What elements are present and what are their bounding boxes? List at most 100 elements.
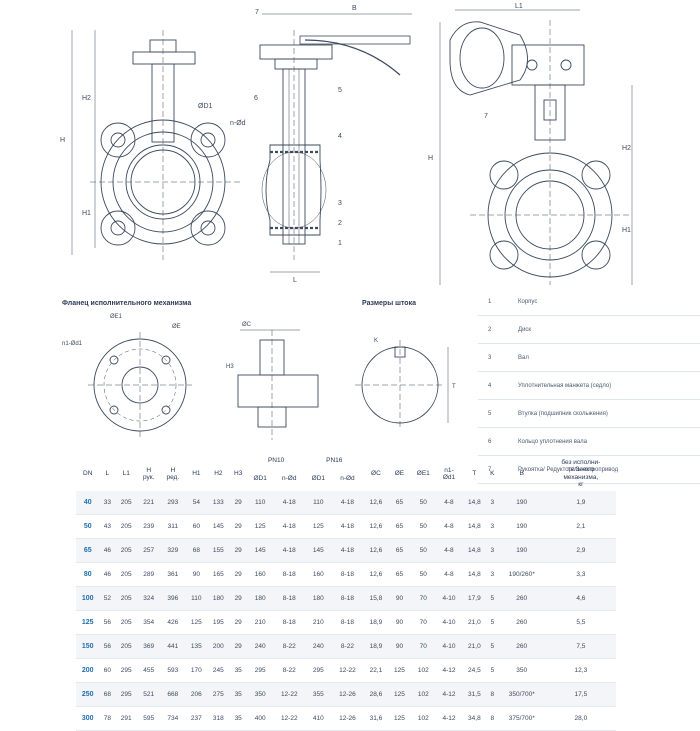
col-header-n1d1: n1- Ød1	[442, 466, 456, 481]
col-header-nd-pn10: n-Ød	[282, 474, 297, 482]
part-label-2: 2	[338, 220, 342, 227]
table-cell: 4-8	[444, 571, 454, 578]
col-header-PN16: PN16	[326, 457, 343, 464]
flange-and-stem-drawings: ØE1 ØE n1-Ød1 ØC H3 K T	[62, 314, 456, 440]
table-cell: 295	[254, 667, 266, 674]
dim-label-K: K	[374, 338, 378, 344]
table-cell: 50	[419, 547, 427, 554]
table-cell: 50	[419, 571, 427, 578]
table-cell: 46	[103, 547, 111, 554]
table-cell: 205	[120, 499, 132, 506]
table-cell: 311	[167, 523, 178, 530]
legend-number: 7	[488, 466, 492, 473]
legend-number: 3	[488, 354, 492, 361]
table-cell: 295	[120, 667, 132, 674]
col-header-nd-pn16: n-Ød	[340, 474, 355, 482]
dim-label-E1: ØE1	[110, 314, 123, 320]
table-cell: 2,9	[576, 547, 586, 554]
table-cell: 110	[313, 499, 324, 506]
table-cell: 31,6	[369, 715, 383, 722]
table-cell: 28,6	[369, 691, 383, 698]
table-cell: 133	[212, 499, 224, 506]
table-cell: 595	[143, 715, 155, 722]
dn-cell: 250	[81, 691, 94, 698]
legend-text: Корпус	[518, 298, 538, 305]
table-cell: 12,6	[369, 547, 383, 554]
table-cell: 8	[490, 715, 495, 722]
table-cell: 22,1	[369, 667, 383, 674]
table-cell: 35	[234, 667, 242, 674]
table-cell: 205	[120, 643, 132, 650]
table-cell: 125	[394, 667, 405, 674]
table-cell: 90	[395, 595, 404, 602]
table-cell: 237	[190, 715, 202, 722]
part-label-1: 1	[338, 240, 342, 247]
table-cell: 102	[417, 715, 429, 722]
col-header-D1-pn10: ØD1	[253, 474, 267, 482]
table-cell: 125	[254, 523, 266, 530]
dim-label-H2: H2	[82, 95, 91, 102]
table-cell: 12,6	[369, 523, 383, 530]
dn-cell: 300	[81, 715, 94, 722]
dim-label-H: H	[60, 137, 65, 144]
table-cell: 734	[167, 715, 179, 722]
table-cell: 34,8	[468, 715, 481, 722]
table-cell: 260	[516, 643, 528, 650]
dim-label-L1: L1	[515, 3, 523, 10]
table-cell: 52	[103, 595, 111, 602]
table-cell: 12,6	[369, 499, 383, 506]
table-cell: 145	[212, 523, 224, 530]
col-header-L1: L1	[122, 470, 130, 477]
table-cell: 125	[394, 691, 405, 698]
table-cell: 29	[234, 547, 242, 554]
table-cell: 521	[143, 691, 155, 698]
table-cell: 329	[167, 547, 179, 554]
col-header-mass: без исполни- тельного механизма, кг	[561, 458, 601, 488]
table-cell: 33	[103, 499, 111, 506]
table-cell: 160	[312, 571, 324, 578]
dim-label-H1-right: H1	[622, 227, 631, 234]
table-cell: 1,9	[576, 499, 586, 506]
table-cell: 35	[234, 691, 242, 698]
table-cell: 180	[212, 595, 224, 602]
table-cell: 5	[490, 619, 495, 626]
specs-table: DN L L1 H рук. H ред. H1 H2 H3 PN10 PN16…	[76, 456, 616, 731]
table-cell: 205	[120, 571, 132, 578]
table-cell: 21,0	[468, 643, 481, 650]
table-cell: 4,6	[576, 595, 586, 602]
table-cell: 18,9	[369, 643, 383, 650]
table-cell: 145	[254, 547, 266, 554]
table-cell: 50	[419, 499, 427, 506]
col-header-D1-pn16: ØD1	[311, 474, 326, 482]
table-cell: 291	[120, 715, 132, 722]
table-cell: 4-8	[444, 523, 454, 530]
table-cell: 68	[192, 547, 200, 554]
table-cell: 8-18	[340, 619, 354, 626]
table-cell: 350/700*	[508, 691, 535, 698]
table-cell: 60	[103, 667, 111, 674]
table-cell: 29	[234, 643, 242, 650]
stem-section-title: Размеры штока	[362, 300, 416, 307]
table-cell: 195	[212, 619, 224, 626]
legend-number: 2	[488, 326, 492, 333]
table-cell: 190	[516, 499, 528, 506]
dim-label-E: ØE	[172, 324, 181, 330]
table-cell: 35	[234, 715, 242, 722]
table-cell: 361	[167, 571, 179, 578]
table-cell: 4-18	[282, 547, 296, 554]
table-cell: 7,5	[576, 643, 586, 650]
table-cell: 5	[490, 667, 495, 674]
legend-number: 5	[488, 410, 492, 417]
table-cell: 155	[212, 547, 224, 554]
table-cell: 375/700*	[508, 715, 535, 722]
table-cell: 60	[192, 523, 200, 530]
table-cell: 29	[234, 499, 242, 506]
table-cell: 4-18	[282, 523, 296, 530]
table-cell: 78	[103, 715, 111, 722]
